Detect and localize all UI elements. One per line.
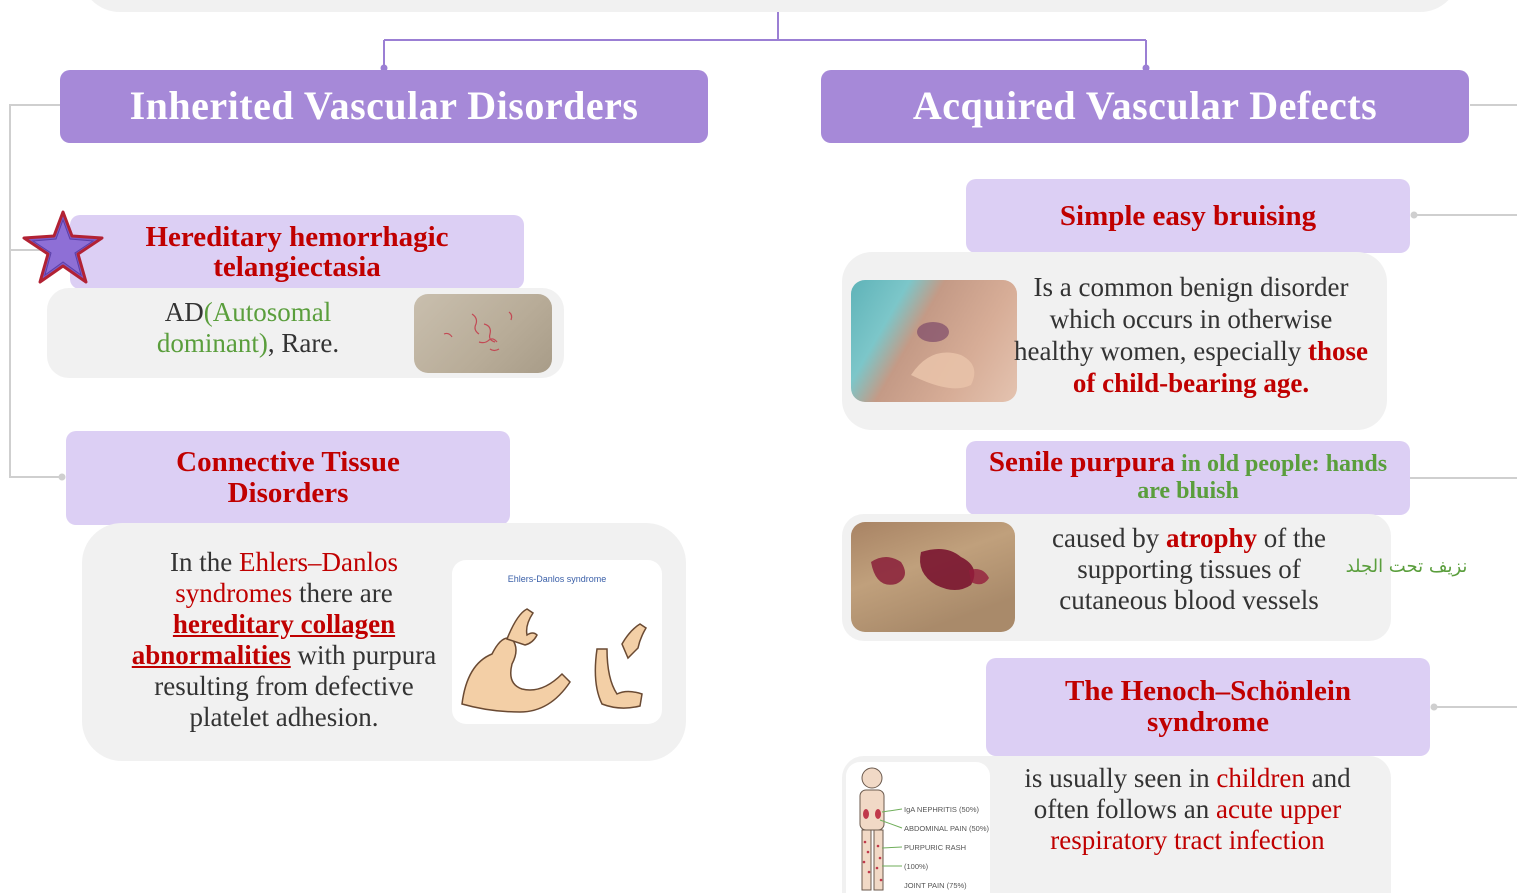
- senile-title: Senile purpura in old people: hands are …: [988, 450, 1388, 506]
- senile-text-atrophy: atrophy: [1166, 523, 1257, 553]
- ctd-title: Connective Tissue Disorders: [138, 447, 438, 509]
- hht-text-ad: AD: [165, 297, 204, 327]
- henoch-text: is usually seen in children and often fo…: [1020, 763, 1355, 856]
- star-icon: [20, 208, 106, 288]
- hht-title: Hereditary hemorrhagic telangiectasia: [107, 222, 487, 282]
- ehlers-danlos-image: Ehlers-Danlos syndrome: [452, 560, 662, 724]
- senile-purpura-image: [851, 522, 1015, 632]
- bruise-mark: [851, 280, 1017, 402]
- ehlers-danlos-caption: Ehlers-Danlos syndrome: [452, 574, 662, 584]
- senile-text-1: caused by: [1052, 523, 1166, 553]
- henoch-label-3: JOINT PAIN (75%): [904, 876, 990, 893]
- bruising-text-1: Is a common benign disorder which occurs…: [1014, 272, 1348, 366]
- senile-node[interactable]: Senile purpura in old people: hands are …: [966, 441, 1410, 515]
- header-inherited[interactable]: Inherited Vascular Disorders: [60, 70, 708, 143]
- bruising-node[interactable]: Simple easy bruising: [966, 179, 1410, 253]
- bruising-text: Is a common benign disorder which occurs…: [1007, 271, 1375, 399]
- hht-text: AD(Autosomal dominant), Rare.: [118, 297, 378, 359]
- ctd-text-1: In the: [170, 547, 239, 577]
- ctd-text: In the Ehlers–Danlos syndromes there are…: [112, 547, 456, 733]
- senile-title-red: Senile purpura: [989, 446, 1175, 478]
- henoch-label-2: PURPURIC RASH (100%): [904, 838, 990, 876]
- hht-node[interactable]: Hereditary hemorrhagic telangiectasia: [70, 215, 524, 289]
- henoch-text-1: is usually seen in: [1024, 763, 1216, 793]
- henoch-label-1: ABDOMINAL PAIN (50%): [904, 819, 990, 838]
- hht-skin-image: [414, 294, 552, 373]
- ctd-node[interactable]: Connective Tissue Disorders: [66, 431, 510, 525]
- hht-text-rare: , Rare.: [268, 328, 339, 358]
- senile-text: caused by atrophy of the supporting tiss…: [1030, 523, 1348, 616]
- ehlers-danlos-illustration: [452, 584, 662, 724]
- henoch-text-children: children: [1216, 763, 1304, 793]
- henoch-title: The Henoch–Schönlein syndrome: [1023, 676, 1393, 738]
- purpura-patches: [851, 522, 1015, 632]
- bruising-title: Simple easy bruising: [1060, 201, 1316, 232]
- ctd-text-2: there are: [292, 578, 392, 608]
- header-acquired[interactable]: Acquired Vascular Defects: [821, 70, 1469, 143]
- henoch-illustration: IgA NEPHRITIS (50%) ABDOMINAL PAIN (50%)…: [846, 762, 990, 893]
- henoch-label-0: IgA NEPHRITIS (50%): [904, 800, 990, 819]
- arabic-note: نزيف تحت الجلد: [1334, 556, 1479, 577]
- telangiectasia-marks: [414, 294, 552, 373]
- bruised-arm-image: [851, 280, 1017, 402]
- henoch-node[interactable]: The Henoch–Schönlein syndrome: [986, 658, 1430, 756]
- senile-title-green: in old people: hands are bluish: [1137, 451, 1387, 504]
